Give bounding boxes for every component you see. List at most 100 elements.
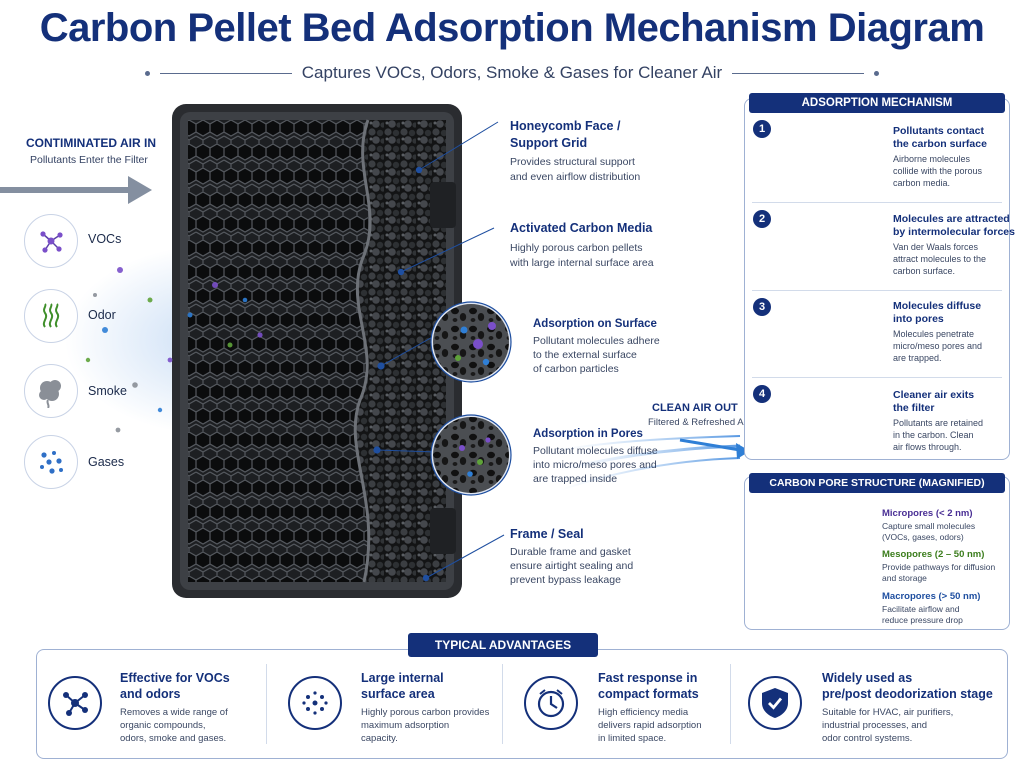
step-1-text-2: collide with the porous (893, 166, 983, 176)
divider-line (160, 72, 292, 74)
step-4-title-2: the filter (893, 402, 935, 414)
odor-circle (24, 289, 78, 343)
callout-surface-text-3: of carbon particles (533, 363, 619, 375)
page-subtitle: Captures VOCs, Odors, Smoke & Gases for … (301, 63, 723, 82)
advantage-4-text-3: odor control systems. (822, 733, 913, 744)
step-4-text-3: air flows through. (893, 442, 962, 452)
gas-dots-icon (40, 451, 63, 474)
callout-surface-text-1: Pollutant molecules adhere (533, 335, 660, 347)
pollutant-label-vocs: VOCs (88, 232, 122, 246)
callout-surface-text-2: to the external surface (533, 349, 637, 361)
step-divider (752, 290, 1002, 291)
advantage-2-icon-circle (288, 676, 342, 730)
mechanism-panel: ADSORPTION MECHANISM (744, 93, 1010, 460)
callout-frame-text-2: ensure airtight sealing and (510, 560, 634, 572)
air-out-title: CLEAN AIR OUT (652, 402, 738, 414)
advantage-divider (502, 664, 503, 744)
step-3-text-1: Molecules penetrate (893, 329, 975, 339)
step-4-number: 4 (753, 385, 771, 403)
advantage-2-text-3: capacity. (361, 733, 398, 744)
callout-surface-title: Adsorption on Surface (533, 318, 657, 330)
callout-frame-text-3: prevent bypass leakage (510, 574, 621, 586)
smoke-icon (39, 380, 61, 408)
divider-dot (874, 70, 879, 76)
advantage-4-text-1: Suitable for HVAC, air purifiers, (822, 707, 954, 718)
callout-honeycomb-text-1: Provides structural support (510, 156, 635, 168)
micropores-text-2: (VOCs, gases, odors) (882, 532, 964, 542)
macropores-text-2: reduce pressure drop (882, 615, 963, 625)
clock-icon (537, 689, 565, 718)
step-2-title-1: Molecules are attracted (893, 213, 1010, 225)
step-2-title-2: by intermolecular forces (893, 226, 1015, 238)
callout-pores-text-3: are trapped inside (533, 473, 618, 485)
advantage-2-title-2: surface area (361, 687, 435, 701)
step-3-text-3: are trapped. (893, 353, 942, 363)
step-2-text-1: Van der Waals forces (893, 242, 979, 252)
advantage-4-icon-circle (748, 676, 802, 730)
advantage-3-title-1: Fast response in (598, 671, 698, 685)
step-1-title-1: Pollutants contact (893, 125, 985, 137)
air-out-subtitle: Filtered & Refreshed Air (648, 417, 749, 428)
step-1-number: 1 (753, 120, 771, 138)
page-title: Carbon Pellet Bed Adsorption Mechanism D… (39, 6, 985, 50)
callout-frame-text-1: Durable frame and gasket (510, 546, 631, 558)
advantage-1-text-3: odors, smoke and gases. (120, 733, 227, 744)
step-3-text-2: micro/meso pores and (893, 341, 983, 351)
advantage-4-title-1: Widely used as (822, 671, 913, 685)
step-1-text-3: carbon media. (893, 178, 951, 188)
advantage-1-icon-circle (48, 676, 102, 730)
pollutant-label-odor: Odor (88, 308, 116, 322)
divider-dot (145, 70, 150, 76)
step-3-title-2: into pores (893, 313, 944, 325)
mechanism-heading: ADSORPTION MECHANISM (749, 93, 1005, 113)
step-1-text-1: Airborne molecules (893, 154, 971, 164)
advantage-3-title-2: compact formats (598, 687, 699, 701)
step-3-number: 3 (753, 298, 771, 316)
shield-check-icon (762, 688, 788, 718)
micropores-title: Micropores (< 2 nm) (882, 508, 973, 519)
callout-honeycomb-text-2: and even airflow distribution (510, 171, 641, 183)
advantage-3-text-1: High efficiency media (598, 707, 689, 718)
subtitle-row: Captures VOCs, Odors, Smoke & Gases for … (145, 62, 879, 84)
advantages-panel (36, 649, 1008, 759)
callout-media-text-2: with large internal surface area (510, 257, 654, 269)
callout-honeycomb-title-2: Support Grid (510, 136, 588, 150)
pore-structure-panel: CARBON PORE STRUCTURE (MAGNIFIED) (744, 473, 1010, 630)
advantage-2-text-1: Highly porous carbon provides (361, 707, 490, 718)
advantage-1-text-1: Removes a wide range of (120, 707, 228, 718)
advantages-heading: TYPICAL ADVANTAGES (408, 633, 598, 657)
advantage-divider (730, 664, 731, 744)
advantage-2-title-1: Large internal (361, 671, 444, 685)
callout-pores-text-1: Pollutant molecules diffuse (533, 445, 658, 457)
vocs-circle (24, 214, 78, 268)
advantage-4-title-2: pre/post deodorization stage (822, 687, 993, 701)
step-4-title-1: Cleaner air exits (893, 389, 975, 401)
pollutant-label-smoke: Smoke (88, 384, 127, 398)
step-divider (752, 202, 1002, 203)
mesopores-title: Mesopores (2 – 50 nm) (882, 549, 985, 560)
advantage-3-text-3: in limited space. (598, 733, 667, 744)
micropores-text-1: Capture small molecules (882, 521, 976, 531)
step-divider (752, 377, 1002, 378)
macropores-title: Macropores (> 50 nm) (882, 591, 981, 602)
network-icon (63, 692, 88, 716)
advantage-4-text-2: industrial processes, and (822, 720, 928, 731)
molecule-icon (40, 231, 63, 253)
pollutant-label-gases: Gases (88, 455, 125, 469)
callout-media-text-1: Highly porous carbon pellets (510, 242, 643, 254)
gases-circle (24, 435, 78, 489)
step-2-number: 2 (753, 210, 771, 228)
callout-frame-title: Frame / Seal (510, 527, 584, 541)
callout-pores-text-2: into micro/meso pores and (533, 459, 657, 471)
advantage-1-title-1: Effective for VOCs (120, 671, 230, 685)
air-in-title: CONTIMINATED AIR IN (26, 136, 156, 150)
advantage-3-text-2: delivers rapid adsorption (598, 720, 702, 731)
odor-wave-icon (42, 303, 60, 328)
callout-honeycomb-title-1: Honeycomb Face / (510, 119, 621, 133)
pore-structure-heading: CARBON PORE STRUCTURE (MAGNIFIED) (749, 473, 1005, 493)
divider-line (732, 72, 864, 74)
advantage-2-text-2: maximum adsorption (361, 720, 450, 731)
callout-pores-title: Adsorption in Pores (533, 428, 643, 440)
macropores-text-1: Facilitate airflow and (882, 604, 960, 614)
